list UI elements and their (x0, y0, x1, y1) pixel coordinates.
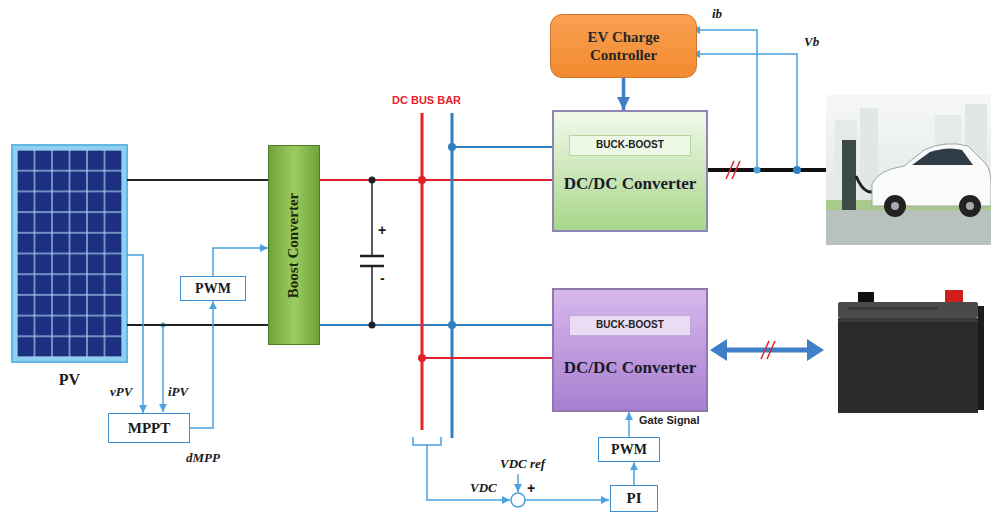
signal-name: VDC (470, 480, 497, 495)
feedback-line (427, 445, 510, 500)
band-label: BUCK-BOOST (596, 139, 664, 151)
sense-dot (754, 167, 761, 174)
car-wheel (959, 195, 981, 217)
error-line (525, 499, 609, 501)
signal-name: dMPP (186, 450, 220, 465)
capacitor-plate (360, 255, 384, 258)
battery-edge (838, 318, 978, 322)
box-label: EV Charge Controller (559, 28, 688, 64)
pv-cells (17, 150, 122, 357)
panel-label: PV (12, 371, 127, 389)
signal-label: Gate Signal (639, 414, 700, 427)
positive-wire (422, 357, 552, 359)
signal-name: iPV (168, 384, 188, 399)
signal-name: Vb (804, 34, 819, 49)
power-flow-arrow (724, 348, 810, 353)
charging-post (842, 140, 856, 210)
negative-wire (452, 146, 552, 148)
capacitor-lead (371, 266, 373, 325)
junction-dot (418, 354, 426, 362)
sense-line (162, 325, 164, 412)
box-label: DC/DC Converter (564, 358, 697, 378)
multi-wire-mark (767, 341, 775, 359)
signal-name: vPV (110, 384, 132, 399)
control-box: PWM (598, 437, 660, 463)
polarity-mark: + (378, 222, 386, 238)
negative-wire (320, 324, 552, 326)
pv-backing (17, 150, 122, 357)
battery-side (978, 306, 984, 410)
arrow-head (807, 339, 824, 361)
control-box: PWM (180, 276, 246, 302)
multi-wire-mark (732, 161, 740, 179)
connector-wire (213, 248, 268, 276)
car-hub (891, 202, 899, 210)
polarity-mark: + (527, 480, 535, 496)
connector-wire (127, 180, 268, 325)
capacitor-lead (371, 180, 373, 256)
voltage-sensor (413, 437, 441, 445)
sense-dot (793, 166, 801, 174)
car-hub (966, 202, 974, 210)
junction-dot (448, 143, 456, 151)
box-label: PWM (195, 281, 231, 297)
positive-wire (320, 179, 552, 181)
bus-title: DC BUS BAR (392, 94, 461, 107)
connector-wire (190, 301, 213, 428)
junction-dot (448, 321, 456, 329)
control-box: MPPT (108, 413, 190, 443)
polarity-mark: - (380, 270, 385, 286)
battery-lid (838, 302, 978, 318)
converter-box: Boost Converter (268, 145, 320, 345)
battery-vent (848, 307, 938, 310)
junction-dot (418, 176, 426, 184)
converter-box: DC/DC Converter BUCK-BOOST (552, 110, 708, 232)
mode-band: BUCK-BOOST (569, 135, 691, 156)
connector-wire (628, 412, 630, 437)
signal-name: VDC ref (500, 456, 545, 471)
junction-dot (369, 177, 376, 184)
box-label: MPPT (128, 420, 171, 437)
charging-cable (708, 168, 842, 172)
connector-wire (633, 462, 635, 485)
mode-band: BUCK-BOOST (569, 315, 691, 336)
box-label: PWM (611, 442, 647, 458)
connector-wire (622, 78, 626, 110)
negative-bus-bar (451, 113, 454, 438)
control-box: PI (610, 485, 658, 512)
converter-box: DC/DC Converter BUCK-BOOST (552, 288, 708, 412)
arrow-head (710, 339, 727, 361)
box-label: Boost Converter (286, 192, 303, 297)
car-wheel (884, 195, 906, 217)
signal-name: ib (712, 6, 722, 21)
car-window (912, 148, 973, 165)
summing-junction (511, 493, 525, 507)
positive-bus-bar (421, 113, 424, 430)
band-label: BUCK-BOOST (596, 319, 664, 331)
pv-panel: PV (12, 145, 127, 362)
car-picture-ground (826, 95, 991, 245)
box-label: DC/DC Converter (564, 174, 697, 194)
box-label: PI (627, 490, 642, 507)
junction-dot (369, 322, 376, 329)
battery-body (838, 318, 978, 413)
battery-terminal (945, 290, 963, 304)
reference-line (517, 474, 519, 492)
controller-box: EV Charge Controller (550, 14, 697, 78)
pv-frame (12, 145, 127, 362)
